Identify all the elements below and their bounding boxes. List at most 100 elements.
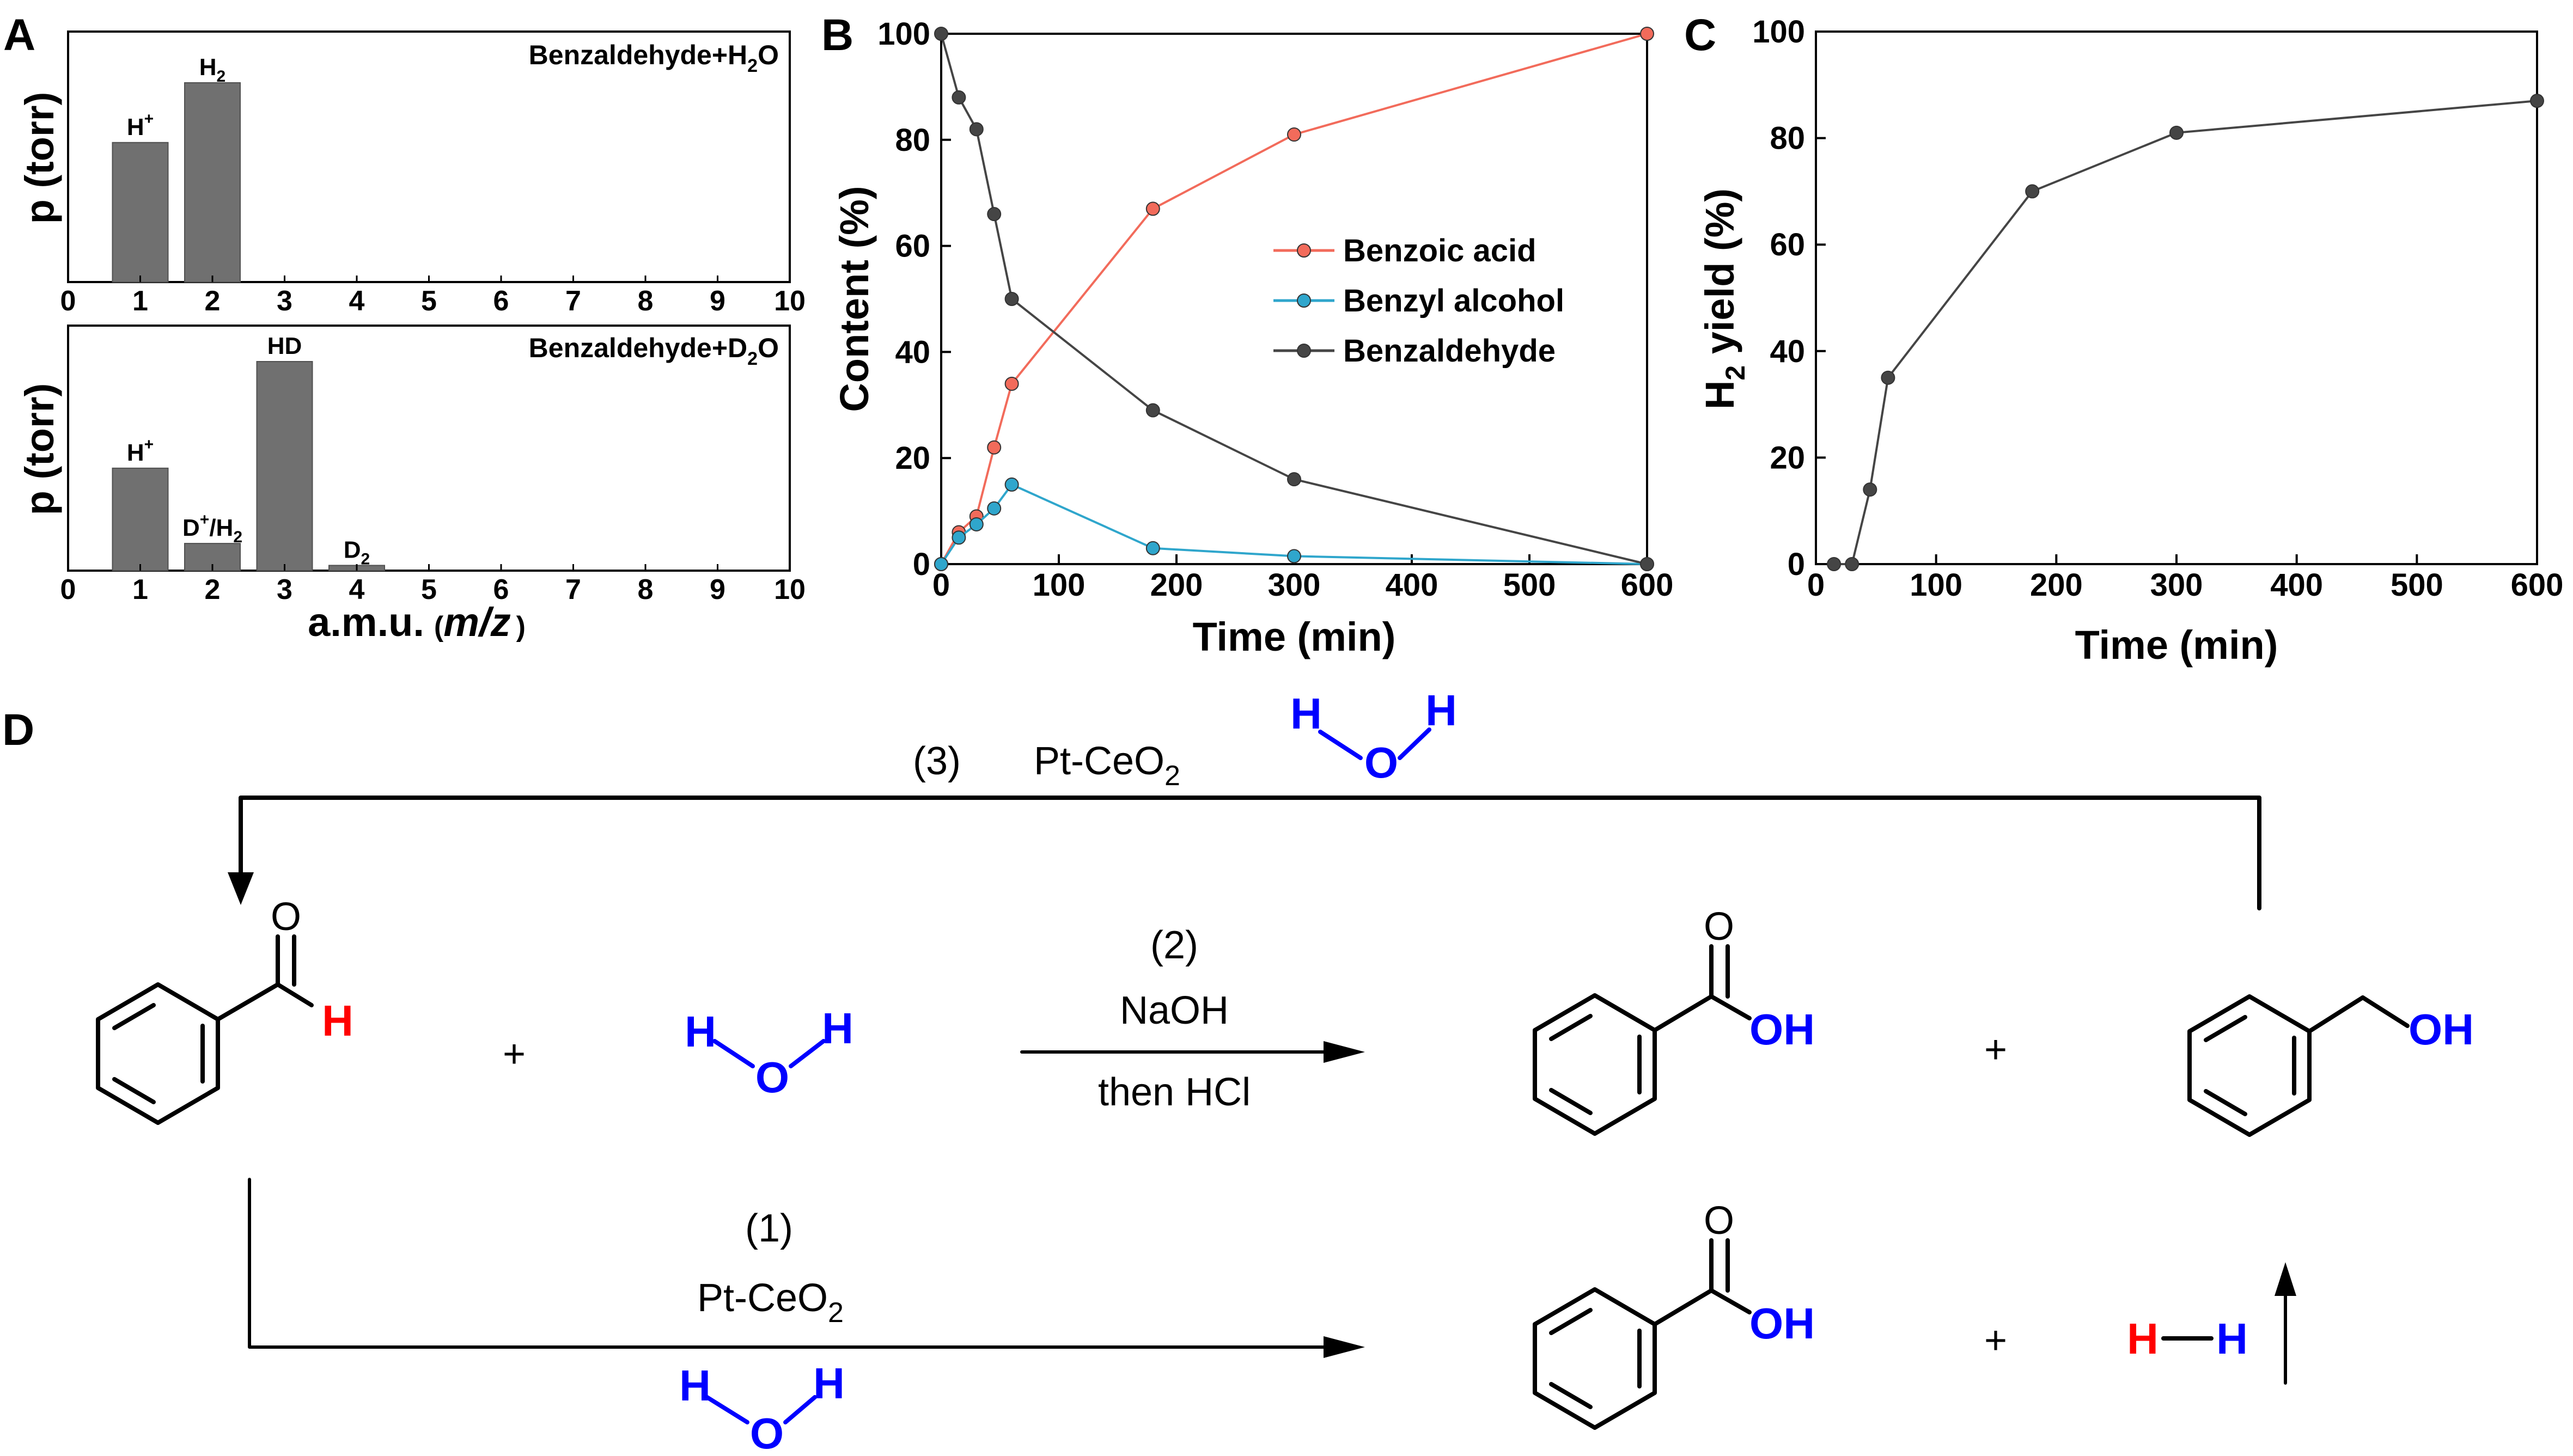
legend-label: Benzaldehyde <box>1343 333 1556 369</box>
benzyl-co-bond <box>2361 995 2410 1028</box>
panel-b-data-point <box>987 440 1002 455</box>
water-mid-bond-right <box>789 1039 826 1068</box>
panel-a-bottom-xtick-label: 10 <box>774 574 806 605</box>
panel-a-bottom-title-main: Benzaldehyde+D <box>529 333 748 363</box>
panel-b-label: B <box>821 10 853 60</box>
panel-a-label: A <box>3 10 35 60</box>
panel-a-bottom-bar-label: D2 <box>344 536 370 568</box>
step3-catalyst: Pt-CeO2 <box>1034 739 1180 792</box>
panel-a-bottom-ylabel: p (torr) <box>17 383 62 516</box>
panel-c-series <box>1827 94 2544 571</box>
benzoic-upper-inner-1 <box>1549 1014 1593 1041</box>
panel-c-data-point <box>1881 370 1895 385</box>
panel-b-data-point <box>1287 549 1301 564</box>
legend-marker <box>1297 243 1311 258</box>
panel-b-xtick-label: 300 <box>1268 567 1321 603</box>
panel-a-top-ylabel: p (torr) <box>17 92 62 224</box>
benzoic-acid-lower: O OH <box>1533 1199 1815 1430</box>
panel-a-top-bar-label: H2 <box>199 54 225 85</box>
panel-b-data-point <box>1004 376 1019 391</box>
panel-a-bottom-xtick-label: 2 <box>205 574 221 605</box>
panel-b-data-point <box>1640 557 1654 571</box>
benzaldehyde-inner-bond-1 <box>112 1003 156 1030</box>
panel-b-data-point <box>969 122 984 137</box>
panel-c-ytick-label: 60 <box>1770 227 1805 262</box>
panel-b-ytick-label: 0 <box>913 547 930 582</box>
step2-reagent-1: NaOH <box>1120 989 1229 1032</box>
panel-c-data-point <box>2025 184 2040 199</box>
panel-a-bottom-title-end: O <box>758 333 779 363</box>
panel-b-data-point <box>1145 201 1160 216</box>
panel-a-bottom-bar-label: D+/H2 <box>182 511 242 546</box>
benzoic-lower-oh: OH <box>1749 1299 1815 1348</box>
water-bot-o: O <box>750 1409 784 1456</box>
benzaldehyde-h: H <box>322 996 353 1045</box>
panel-a-top-xtick-label: 1 <box>132 285 148 317</box>
panel-b-xtick-label: 500 <box>1503 567 1556 603</box>
panel-c-xtick-label: 400 <box>2270 567 2323 603</box>
panel-c-ytick-label: 40 <box>1770 334 1805 369</box>
panel-a-top-xtick-label: 8 <box>638 285 654 317</box>
panel-c-xtick-label: 500 <box>2391 567 2443 603</box>
step3-catalyst-sub: 2 <box>1164 760 1180 792</box>
benzoic-lower-o: O <box>1704 1199 1734 1243</box>
panel-b-xtick-label: 600 <box>1621 567 1674 603</box>
panel-c-ytick-label: 100 <box>1752 14 1805 50</box>
water-top-h-right: H <box>1425 686 1457 735</box>
benzyl-alcohol-structure: OH <box>2187 994 2474 1137</box>
panel-a-bottom-title: Benzaldehyde+D2O <box>529 333 779 369</box>
water-top-h-left: H <box>1290 689 1322 738</box>
panel-a-bottom-xtick-label: 7 <box>565 574 581 605</box>
benzyl-inner-1 <box>2204 1015 2247 1042</box>
panel-c-data-point <box>1845 557 1859 571</box>
panel-b-ytick-label: 60 <box>895 229 930 264</box>
panel-b-xtick-label: 200 <box>1150 567 1203 603</box>
panel-c-ytick-label: 80 <box>1770 121 1805 156</box>
benzoic-upper-o: O <box>1704 905 1734 949</box>
panel-b-data-point <box>1640 27 1654 41</box>
panel-b-data-point <box>1145 403 1160 418</box>
panel-a-top-xtick-label: 7 <box>565 285 581 317</box>
h2-h-right: H <box>2216 1314 2248 1363</box>
benzoic-lower-inner-1 <box>1549 1308 1593 1335</box>
water-mid-o: O <box>755 1053 789 1102</box>
panel-a-top-xtick-label: 9 <box>710 285 725 317</box>
panel-b-xtick-label: 100 <box>1033 567 1086 603</box>
benzoic-lower-c-bond <box>1653 1288 1714 1326</box>
water-mid-h-left: H <box>685 1007 716 1056</box>
panel-c-xlabel: Time (min) <box>2075 622 2278 668</box>
water-bot-h-left: H <box>679 1361 711 1410</box>
panel-a-xlabel: a.m.u.(m/z) <box>308 599 526 645</box>
water-molecule-middle: H O H <box>685 1004 853 1102</box>
panel-c-data-point <box>1827 557 1842 571</box>
step2-label: (2) <box>1150 923 1198 967</box>
panel-a-bottom-xtick-label: 5 <box>421 574 437 605</box>
panel-a-bottom-xtick-label: 6 <box>493 574 509 605</box>
panel-a-xlabel-mz: m/z <box>443 599 510 645</box>
panel-b-data-point <box>969 517 984 531</box>
panel-b-ytick-label: 100 <box>877 16 930 52</box>
step1-catalyst: Pt-CeO2 <box>697 1276 844 1329</box>
panel-a-xlabel-open: ( <box>434 611 444 643</box>
panel-a-top-bar <box>112 142 169 283</box>
benzoic-upper-ring <box>1533 993 1657 1136</box>
panel-a-top-xtick-label: 3 <box>277 285 292 317</box>
panel-a-bottom-bar-label: H+ <box>127 436 154 466</box>
benzyl-c-bond <box>2307 995 2365 1033</box>
panel-b-data-point <box>934 27 948 41</box>
benzyl-ring <box>2187 994 2312 1137</box>
panel-b-ytick-label: 40 <box>895 334 930 370</box>
panel-c-data-point <box>1863 482 1877 497</box>
benzoic-upper-coh <box>1709 994 1752 1020</box>
panel-c-ylabel-end: yield (%) <box>1697 188 1742 365</box>
panel-c-ylabel-sub: 2 <box>1720 365 1751 381</box>
step2-arrowhead <box>1324 1041 1365 1063</box>
panel-b-data-point <box>1287 472 1301 487</box>
panel-b-data-point <box>1004 292 1019 306</box>
water-top-bond-left <box>1318 730 1363 760</box>
benzaldehyde-o: O <box>271 895 301 939</box>
